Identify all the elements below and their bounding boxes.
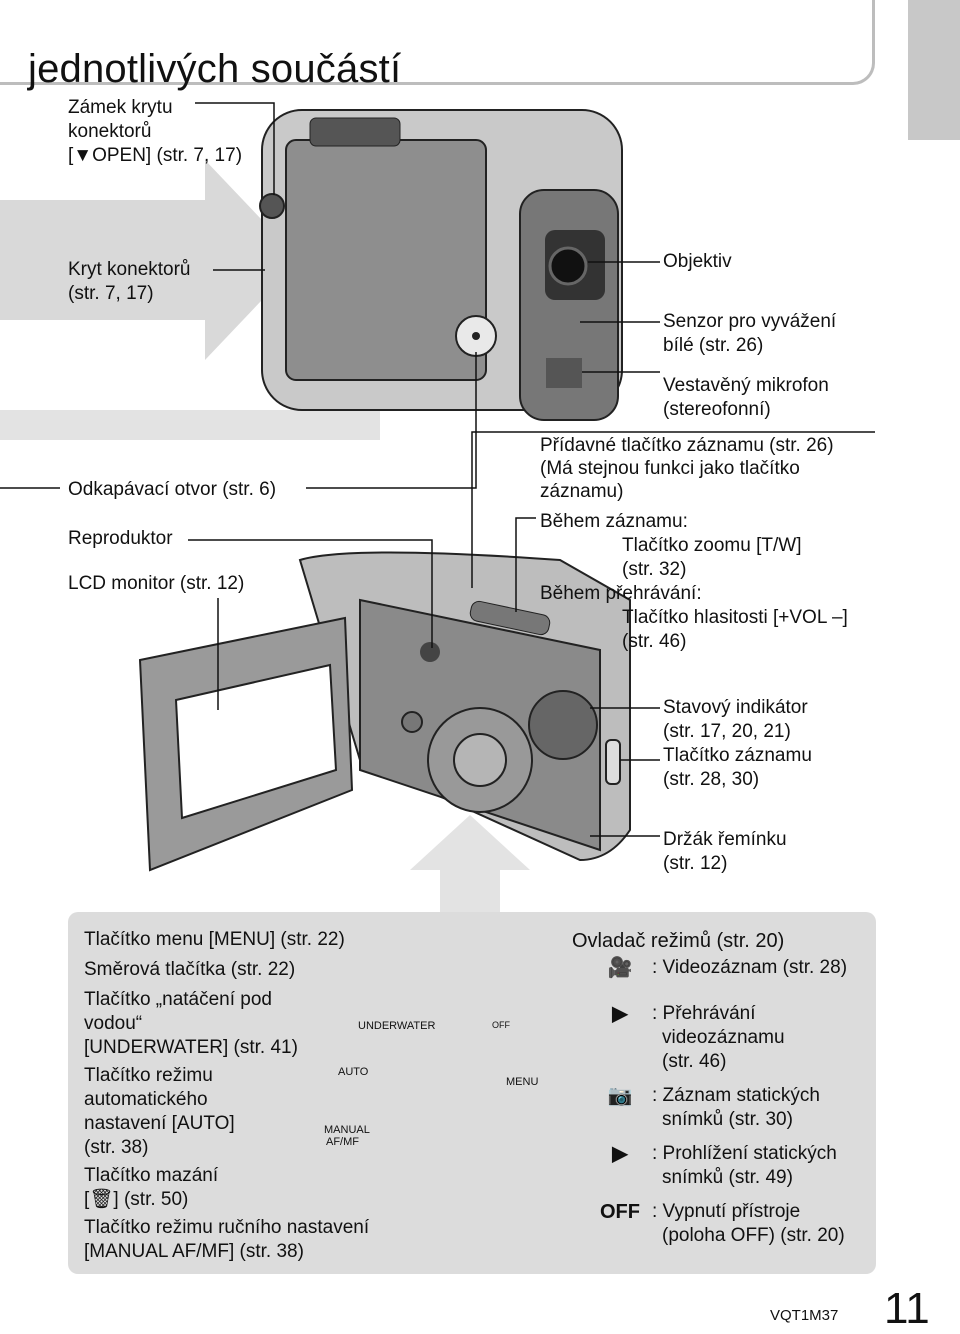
label-delete-2: [🗑] (str. 50) [84,1189,189,1210]
label-sub-rec-2: (Má stejnou funkci jako tlačítko [540,458,800,479]
mode-off-text-2: (poloha OFF) (str. 20) [662,1225,845,1246]
label-rec-button-1: Tlačítko záznamu [663,745,812,766]
diagram-off: OFF [492,1020,510,1030]
diagram-menu: MENU [506,1076,539,1088]
camera-top [259,109,623,421]
label-rec-button-2: (str. 28, 30) [663,769,760,790]
label-volume-2: (str. 46) [622,631,687,652]
diagram-auto: AUTO [338,1066,369,1078]
label-lcd-monitor: LCD monitor (str. 12) [68,573,245,594]
label-drain-hole: Odkapávací otvor (str. 6) [68,479,277,500]
label-underwater-2: vodou“ [84,1013,143,1034]
label-strap-1: Držák řemínku [663,829,787,850]
document-code: VQT1M37 [770,1307,839,1324]
play-icon: ▶ [612,1003,628,1025]
camera-open [138,551,631,872]
label-mic-1: Vestavěný mikrofon [663,375,829,396]
label-connector-lock-3: [▼OPEN] (str. 7, 17) [68,145,243,166]
label-lens: Objektiv [663,251,732,272]
label-sub-rec-3: záznamu) [540,481,624,502]
diagram-afmf: AF/MF [326,1136,359,1148]
page-number: 11 [884,1284,930,1333]
label-auto-3: nastavení [AUTO] [84,1113,235,1134]
label-auto-2: automatického [84,1089,208,1110]
mode-off-text-1: : Vypnutí přístroje [652,1201,801,1222]
label-direction-buttons: Směrová tlačítka (str. 22) [84,959,296,980]
label-connector-cover-2: (str. 7, 17) [68,283,154,304]
label-status-1: Stavový indikátor [663,697,808,718]
label-menu-button: Tlačítko menu [MENU] (str. 22) [84,929,345,950]
mode-photo-text-1: : Záznam statických [652,1085,820,1106]
label-wb-sensor-2: bílé (str. 26) [663,335,764,356]
label-delete-1: Tlačítko mazání [84,1165,219,1186]
arrow-right-graphic [0,160,300,360]
mode-play-video-text-1: : Přehrávání [652,1003,756,1024]
label-during-rec: Během záznamu: [540,511,688,532]
label-zoom-2: (str. 32) [622,559,687,580]
title-frame [0,0,875,85]
label-sub-rec-1: Přídavné tlačítko záznamu (str. 26) [540,435,834,456]
mode-photo-text-2: snímků (str. 30) [662,1109,793,1130]
label-strap-2: (str. 12) [663,853,728,874]
section-tab [908,0,960,140]
label-volume-1: Tlačítko hlasitosti [+VOL –] [622,607,848,628]
play-photo-icon: ▶ [612,1143,628,1165]
diagram-manual: MANUAL [324,1124,370,1136]
label-mic-2: (stereofonní) [663,399,771,420]
video-camera-icon: 🎥 [607,957,633,979]
camera-icon: 📷 [607,1085,633,1107]
label-connector-lock-1: Zámek krytu [68,97,173,118]
label-auto-1: Tlačítko režimu [84,1065,213,1086]
mode-play-video-text-3: (str. 46) [662,1051,727,1072]
label-connector-lock-2: konektorů [68,121,152,142]
mode-dial-title: Ovladač režimů (str. 20) [572,930,785,952]
page-title: jednotlivých součástí [28,46,402,91]
label-manual-2: [MANUAL AF/MF] (str. 38) [84,1241,304,1262]
label-status-2: (str. 17, 20, 21) [663,721,791,742]
label-zoom-1: Tlačítko zoomu [T/W] [622,535,802,556]
label-auto-4: (str. 38) [84,1137,149,1158]
diagram-underwater: UNDERWATER [358,1020,436,1032]
mode-play-video-text-2: videozáznamu [662,1027,785,1048]
arrow-up-graphic [0,345,395,440]
arrow-up-bottom-graphic [410,815,530,912]
off-icon: OFF [600,1201,640,1223]
label-manual-1: Tlačítko režimu ručního nastavení [84,1217,370,1238]
mode-play-photo-text-1: : Prohlížení statických [652,1143,837,1164]
mode-video-text: : Videozáznam (str. 28) [652,957,848,978]
label-speaker: Reproduktor [68,528,173,549]
label-during-play: Během přehrávání: [540,583,702,604]
mode-play-photo-text-2: snímků (str. 49) [662,1167,793,1188]
label-underwater-3: [UNDERWATER] (str. 41) [84,1037,298,1058]
label-connector-cover-1: Kryt konektorů [68,259,191,280]
label-underwater-1: Tlačítko „natáčení pod [84,989,272,1010]
label-wb-sensor-1: Senzor pro vyvážení [663,311,837,332]
controls-panel [68,912,876,1274]
